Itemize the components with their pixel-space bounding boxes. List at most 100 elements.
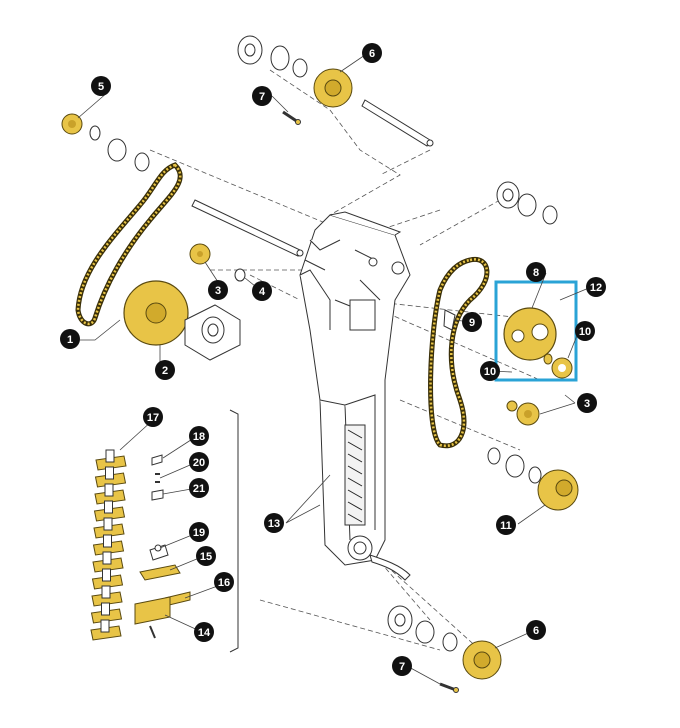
small-part-20 <box>155 473 160 483</box>
callout-c11: 11 <box>496 515 516 535</box>
callout-circle <box>586 277 606 297</box>
callout-c3-left: 3 <box>208 280 228 300</box>
paddle-link <box>92 540 125 556</box>
callout-circle <box>462 312 482 332</box>
callout-label: 11 <box>500 520 512 532</box>
right-bearing-group <box>496 181 558 225</box>
callout-c13: 13 <box>264 513 284 533</box>
callout-label: 17 <box>147 412 159 424</box>
callout-c16: 16 <box>214 572 234 592</box>
callout-label: 2 <box>162 365 168 377</box>
callout-c6-bottom: 6 <box>526 620 546 640</box>
callout-circle <box>194 622 214 642</box>
left-chain <box>75 162 183 327</box>
paddle-link <box>93 506 126 522</box>
small-sprocket-3-right <box>506 400 540 426</box>
callout-label: 6 <box>369 48 375 60</box>
callout-c14: 14 <box>194 622 214 642</box>
lower-gear-assembly <box>369 554 411 581</box>
callout-circle <box>526 262 546 282</box>
callout-circle <box>91 76 111 96</box>
callout-c10: 10 <box>575 321 595 341</box>
paddle-part-14 <box>134 596 171 639</box>
callout-c1: 1 <box>60 329 80 349</box>
callout-circle <box>214 572 234 592</box>
paddle-link <box>90 608 123 624</box>
callout-circle <box>189 522 209 542</box>
callout-circle <box>60 329 80 349</box>
callout-label: 8 <box>533 267 539 279</box>
chain-link <box>102 551 112 565</box>
callout-label: 16 <box>218 577 230 589</box>
top-bearing-group <box>237 35 308 78</box>
chain-link <box>104 500 113 514</box>
callout-c10b: 10 <box>480 361 500 381</box>
chain-link <box>101 585 111 599</box>
callout-label: 3 <box>215 285 221 297</box>
callout-label: 10 <box>579 326 591 338</box>
callout-label: 7 <box>259 91 265 103</box>
callout-c9: 9 <box>462 312 482 332</box>
callout-circle <box>362 43 382 63</box>
callout-circle <box>496 515 516 535</box>
callout-circle <box>143 407 163 427</box>
callout-circle <box>575 321 595 341</box>
callout-circle <box>264 513 284 533</box>
callout-circle <box>392 656 412 676</box>
callout-c19: 19 <box>189 522 209 542</box>
callout-label: 14 <box>198 627 211 639</box>
callout-c21: 21 <box>189 478 209 498</box>
callout-c3-right: 3 <box>577 393 597 413</box>
paddle-link <box>90 625 122 641</box>
callout-circle <box>189 426 209 446</box>
callout-label: 5 <box>98 81 104 93</box>
chain-link <box>105 449 115 463</box>
callout-label: 10 <box>484 366 496 378</box>
large-left-sprocket-2 <box>123 280 189 346</box>
mounting-bracket <box>184 304 241 361</box>
bottom-pin-7 <box>439 682 459 693</box>
callout-circle <box>208 280 228 300</box>
callout-c4: 4 <box>252 281 272 301</box>
chain-link <box>103 534 112 548</box>
small-part-18 <box>151 454 163 466</box>
washer-4 <box>234 268 246 282</box>
paddle-link <box>92 557 124 573</box>
chain-link <box>100 619 110 633</box>
paddle-link <box>91 591 123 607</box>
callout-c20: 20 <box>189 452 209 472</box>
top-drive-shaft <box>361 99 434 147</box>
tensioner-part-9 <box>443 309 456 331</box>
callout-c7-top: 7 <box>252 86 272 106</box>
lower-right-bearing-group <box>487 447 542 484</box>
callout-label: 7 <box>399 661 405 673</box>
callout-label: 1 <box>67 334 73 346</box>
callout-label: 4 <box>259 286 266 298</box>
callout-label: 18 <box>193 431 205 443</box>
callout-label: 20 <box>193 457 205 469</box>
highlighted-sprocket-8 <box>503 307 557 361</box>
callout-circle <box>252 281 272 301</box>
callout-c17: 17 <box>143 407 163 427</box>
chain-link <box>105 466 114 480</box>
small-part-21 <box>151 489 164 501</box>
sprocket-11 <box>537 469 579 511</box>
callout-c2: 2 <box>155 360 175 380</box>
callout-c15: 15 <box>196 546 216 566</box>
left-drive-shaft <box>191 199 304 257</box>
paddle-link <box>94 472 127 488</box>
callout-circle <box>189 478 209 498</box>
callout-circle <box>480 361 500 381</box>
sprocket-10 <box>543 353 573 379</box>
paddle-link <box>94 489 126 505</box>
chain-link <box>102 568 111 582</box>
callout-label: 15 <box>200 551 212 563</box>
bracket-part-19 <box>149 544 169 561</box>
left-bearing-group <box>89 125 150 172</box>
chain-link <box>104 483 114 497</box>
chain-link <box>103 517 113 531</box>
plate-part-15 <box>139 564 181 581</box>
right-chain <box>428 256 490 449</box>
chain-link <box>101 602 110 616</box>
